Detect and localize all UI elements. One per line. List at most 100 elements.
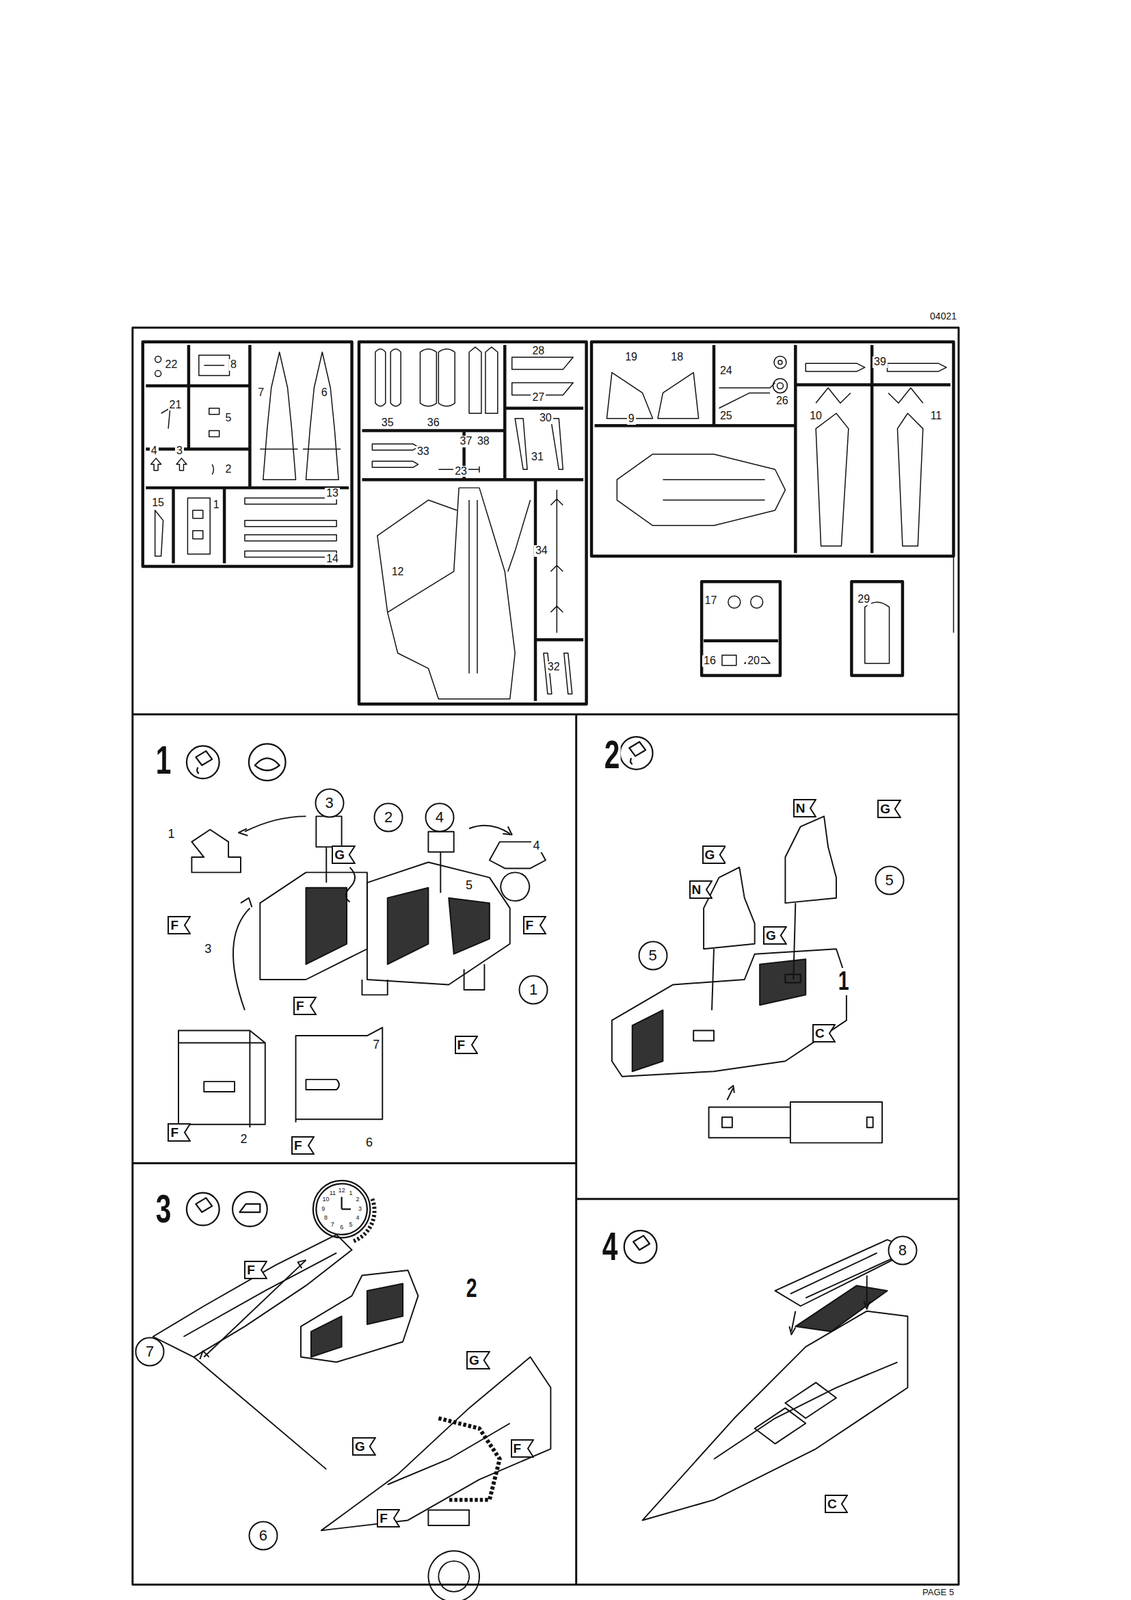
part-number: 24 (718, 365, 734, 377)
callout-number: 5 (637, 947, 669, 963)
part-number: 28 (530, 345, 546, 357)
flag-letter: G (880, 802, 891, 816)
flag-letter: F (296, 999, 305, 1013)
page-code: PAGE 5 (921, 1587, 956, 1597)
flag-letter: G (334, 847, 345, 861)
part-number: 2 (238, 1132, 249, 1146)
flag-letter: G (469, 1353, 480, 1367)
part-number: 14 (324, 553, 340, 565)
part-number: 19 (623, 351, 639, 364)
flag-letter: F (525, 918, 535, 932)
part-number: 27 (530, 391, 546, 404)
flag-letter: F (170, 1125, 179, 1139)
marker-flag: C (824, 1494, 848, 1513)
flag-letter: F (246, 1262, 256, 1276)
marker-flag: F (167, 1122, 191, 1142)
part-number: 4 (355, 1214, 359, 1221)
marker-flag: N (793, 798, 817, 818)
flag-letter: N (692, 882, 702, 896)
callout-circle: 2 (373, 802, 404, 833)
callout-number: 1 (518, 981, 549, 997)
part-number: 5 (349, 1221, 353, 1228)
part-number: 18 (669, 351, 685, 364)
part-number: 7 (371, 1038, 381, 1051)
part-number: 10 (322, 1195, 329, 1203)
flag-letter: G (704, 847, 716, 861)
callout-circle: 3 (314, 787, 345, 818)
marker-flag: G (466, 1350, 491, 1369)
callout-circle: 8 (887, 1234, 918, 1266)
part-number: 1 (166, 827, 177, 841)
part-number: 39 (872, 356, 888, 368)
callout-number: 2 (373, 809, 404, 825)
part-number: 38 (475, 435, 491, 448)
part-number: 3 (175, 445, 184, 457)
part-number: 30 (538, 412, 554, 424)
part-number: 36 (426, 417, 442, 429)
flag-letter: F (457, 1038, 466, 1051)
part-number: 23 (453, 465, 469, 478)
part-number: 16 (702, 655, 718, 667)
callout-circle: 5 (637, 940, 669, 971)
part-number: 22 (164, 358, 180, 371)
part-number: 4 (149, 445, 159, 457)
part-number: 13 (324, 487, 340, 500)
page-code: 04021 (928, 311, 958, 322)
part-number: 7 (256, 387, 266, 399)
part-number: 25 (718, 410, 734, 422)
part-number: 1 (836, 967, 850, 995)
part-number: 5 (464, 878, 474, 892)
marker-flag: G (352, 1436, 377, 1456)
part-number: 35 (380, 417, 396, 429)
marker-flag: F (244, 1260, 268, 1279)
part-number: 5 (224, 412, 234, 424)
part-number: 33 (415, 445, 431, 458)
callout-number: 6 (248, 1527, 279, 1543)
part-number: 7 (330, 1221, 335, 1228)
part-number: 1 (211, 499, 221, 511)
part-number: 1 (154, 739, 172, 781)
callout-number: 8 (887, 1242, 918, 1258)
part-number: 8 (229, 358, 238, 371)
marker-flag: F (293, 996, 317, 1015)
part-number: 2 (603, 733, 621, 776)
flag-letter: N (795, 801, 806, 815)
callout-circle: 7 (134, 1336, 165, 1367)
part-number: 2 (355, 1195, 359, 1203)
flag-letter: F (379, 1511, 388, 1525)
flag-letter: F (170, 918, 179, 932)
flag-letter: G (765, 928, 777, 942)
flag-letter: G (354, 1439, 366, 1453)
marker-flag: F (510, 1438, 535, 1458)
part-number: 10 (808, 410, 824, 422)
part-number: 37 (458, 435, 474, 448)
part-number: 4 (531, 839, 541, 853)
marker-flag: N (689, 880, 713, 899)
callout-number: 7 (134, 1343, 165, 1359)
part-number: 2 (464, 1274, 478, 1302)
marker-flag: F (454, 1035, 478, 1054)
marker-flag: F (376, 1508, 401, 1527)
part-number: 2 (224, 463, 234, 476)
part-number: 15 (150, 497, 166, 509)
part-number: 32 (546, 661, 562, 673)
marker-flag: F (291, 1135, 315, 1155)
part-number: 1 (349, 1189, 353, 1196)
marker-flag: F (167, 915, 191, 935)
part-number: 20 (746, 655, 762, 667)
part-number: 17 (703, 594, 719, 607)
marker-flag: C (812, 1023, 836, 1043)
part-number: 6 (320, 387, 329, 399)
marker-flag: G (331, 845, 356, 864)
marker-flag: F (523, 915, 547, 935)
part-number: 12 (390, 566, 406, 578)
part-number: 11 (329, 1189, 336, 1196)
part-number: 34 (534, 544, 550, 557)
marker-flag: G (763, 925, 788, 945)
callout-number: 4 (424, 809, 455, 825)
part-number: 26 (774, 395, 790, 407)
callout-number: 3 (314, 795, 345, 811)
part-number: 29 (856, 593, 872, 606)
marker-flag: G (877, 799, 902, 818)
